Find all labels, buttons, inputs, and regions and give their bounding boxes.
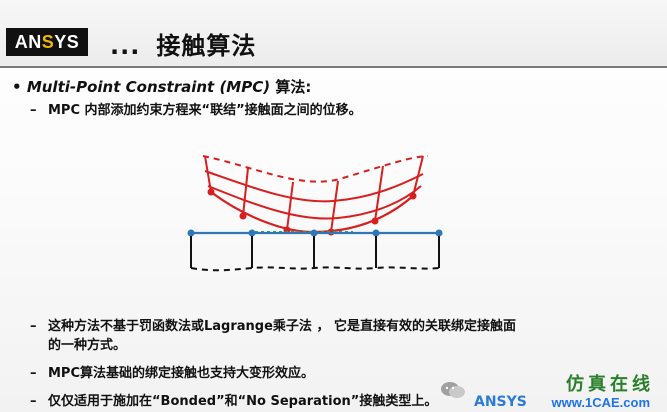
- logo-an: AN: [14, 31, 42, 52]
- mesh-col-6: [412, 155, 424, 197]
- sub-bullet-text-2: 这种方法不基于罚函数法或Lagrange乘子法 ， 它是直接有效的关联绑定接触面: [48, 319, 516, 334]
- red-node: [409, 192, 417, 200]
- sub-bullet-text-2-cont: 的一种方式。: [48, 338, 127, 353]
- red-node: [239, 212, 247, 220]
- dash-1: –: [30, 103, 37, 118]
- mesh-col-4: [330, 180, 339, 233]
- sub-bullet-2-cont: 的一种方式。: [48, 336, 126, 356]
- sub-bullet-1: –MPC 内部添加约束方程来“联结”接触面之间的位移。: [30, 101, 362, 121]
- dash-2: –: [30, 319, 37, 334]
- blue-node: [310, 229, 318, 237]
- dash-3: –: [30, 366, 37, 381]
- logo-s: S: [41, 31, 55, 52]
- wechat-icon: [440, 380, 466, 400]
- dash-4: –: [30, 394, 37, 409]
- lower-dashed-edge: [190, 266, 440, 272]
- sub-bullet-text-1: MPC 内部添加约束方程来“联结”接触面之间的位移。: [48, 103, 362, 118]
- sub-bullet-3: –MPC算法基础的绑定接触也支持大变形效应。: [30, 364, 314, 384]
- header-divider: [0, 66, 667, 68]
- watermark-top: 仿真在线: [566, 374, 654, 395]
- title-text: 接触算法: [156, 32, 257, 60]
- mpc-diagram-svg: [187, 155, 443, 272]
- main-bullet-suffix: 算法:: [270, 78, 312, 96]
- blue-node: [435, 229, 443, 237]
- main-bullet: • Multi-Point Constraint (MPC) 算法:: [12, 76, 311, 97]
- main-bullet-italic: Multi-Point Constraint (MPC): [26, 78, 271, 96]
- mpc-diagram: [183, 146, 443, 276]
- title-prefix: ...: [110, 32, 141, 60]
- watermark: 仿真在线 ANSYS www.1CAE.com: [440, 370, 660, 410]
- mesh-col-1: [204, 155, 212, 193]
- watermark-site: www.1CAE.com: [551, 395, 650, 410]
- sub-bullet-text-3: MPC算法基础的绑定接触也支持大变形效应。: [48, 366, 315, 381]
- sub-bullet-4: –仅仅适用于施加在“Bonded”和“No Separation”接触类型上。: [30, 392, 437, 412]
- logo-ys: YS: [54, 31, 80, 52]
- mesh-row-1: [204, 170, 424, 203]
- upper-dashed-edge: [202, 155, 429, 183]
- sub-bullet-text-4: 仅仅适用于施加在“Bonded”和“No Separation”接触类型上。: [48, 394, 438, 409]
- blue-node: [372, 229, 380, 237]
- red-node: [207, 188, 215, 196]
- mesh-col-5: [374, 165, 384, 222]
- sub-bullet-2: –这种方法不基于罚函数法或Lagrange乘子法 ， 它是直接有效的关联绑定接触…: [30, 317, 516, 337]
- page-title: ... 接触算法: [110, 26, 256, 61]
- red-node: [371, 217, 379, 225]
- blue-node: [187, 229, 195, 237]
- mesh-col-2: [242, 167, 249, 217]
- blue-node: [248, 229, 256, 237]
- bullet-dot: •: [12, 78, 22, 96]
- watermark-ansys: ANSYS: [474, 394, 527, 410]
- mesh-col-3: [286, 181, 294, 231]
